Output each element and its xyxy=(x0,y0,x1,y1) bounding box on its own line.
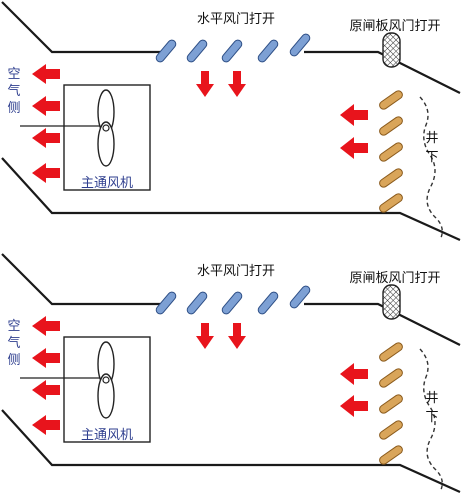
horizontal-damper-label: 水平风门打开 xyxy=(197,264,275,279)
horizontal-damper-blade xyxy=(289,33,311,57)
horizontal-dampers xyxy=(155,33,311,63)
arrow-icon xyxy=(32,64,60,84)
arrow-icon xyxy=(196,71,214,97)
fan-label: 主通风机 xyxy=(81,176,133,191)
arrow-icon xyxy=(228,323,246,349)
shaft-damper-blade xyxy=(379,420,403,440)
air-side-char-3: 侧 xyxy=(7,353,20,368)
arrow-icon xyxy=(340,137,368,159)
shaft-dampers xyxy=(379,342,403,465)
shaft-damper-blade xyxy=(379,116,403,136)
shaft-damper-blade xyxy=(379,168,403,188)
shaft-dampers xyxy=(379,90,403,213)
arrow-icon xyxy=(32,163,60,183)
airflow-arrows-in xyxy=(340,363,368,417)
horizontal-damper-blade xyxy=(186,291,208,315)
panel-1: 主通风机 空 气 侧 水平风门打开 原闸板风门打开 xyxy=(1,1,461,242)
horizontal-damper-blade xyxy=(289,285,311,309)
horizontal-damper-blade xyxy=(186,39,208,63)
air-side-char-3: 侧 xyxy=(7,101,20,116)
air-side-char-1: 空 xyxy=(7,67,20,82)
partition-damper-label: 原闸板风门打开 xyxy=(349,19,440,34)
arrow-icon xyxy=(32,128,60,148)
arrow-icon xyxy=(196,323,214,349)
fan-icon xyxy=(97,341,115,419)
fan-housing xyxy=(63,336,151,443)
panel-2: 主通风机 空 气 侧 水平风门打开 原闸板风门打开 xyxy=(1,253,461,494)
airflow-arrows-down xyxy=(196,71,246,97)
shaft-damper-blade xyxy=(379,193,403,213)
arrow-icon xyxy=(32,96,60,116)
underground-char-2: 下 xyxy=(425,410,438,425)
partition-damper-label: 原闸板风门打开 xyxy=(349,271,440,286)
horizontal-damper-blade xyxy=(221,291,243,315)
underground-boundary xyxy=(419,348,443,493)
fan-icon xyxy=(97,89,115,167)
shaft-damper-blade xyxy=(379,368,403,388)
air-side-char-1: 空 xyxy=(7,319,20,334)
duct-upper-wall xyxy=(1,253,163,306)
mesh-damper-icon xyxy=(382,32,401,68)
shaft-damper-blade xyxy=(379,142,403,162)
underground-boundary xyxy=(419,96,443,241)
horizontal-damper-blade xyxy=(221,39,243,63)
arrow-icon xyxy=(32,380,60,400)
arrow-icon xyxy=(32,316,60,336)
underground-char-1: 井 xyxy=(425,391,438,406)
air-side-char-2: 气 xyxy=(7,83,20,99)
arrow-icon xyxy=(228,71,246,97)
underground-char-1: 井 xyxy=(425,131,438,146)
duct-upper-wall-right xyxy=(304,302,461,346)
horizontal-dampers xyxy=(155,285,311,315)
shaft-damper-blade xyxy=(379,445,403,465)
duct-upper-wall xyxy=(1,1,163,54)
mesh-damper-icon xyxy=(382,284,401,320)
shaft-damper-blade xyxy=(379,394,403,414)
fan-housing xyxy=(63,84,151,191)
airflow-arrows-out xyxy=(32,64,60,183)
fan-label: 主通风机 xyxy=(81,428,133,443)
shaft-damper-blade xyxy=(379,90,403,110)
duct-upper-wall-right xyxy=(304,50,461,94)
horizontal-damper-blade xyxy=(155,291,177,315)
arrow-icon xyxy=(340,104,368,126)
airflow-arrows-in xyxy=(340,104,368,159)
arrow-icon xyxy=(32,348,60,368)
airflow-arrows-down xyxy=(196,323,246,349)
arrow-icon xyxy=(32,415,60,435)
air-side-char-2: 气 xyxy=(7,335,20,351)
horizontal-damper-label: 水平风门打开 xyxy=(197,12,275,27)
horizontal-damper-blade xyxy=(155,39,177,63)
arrow-icon xyxy=(340,395,368,417)
duct-lower-wall xyxy=(1,409,461,494)
arrow-icon xyxy=(340,363,368,385)
airflow-arrows-out xyxy=(32,316,60,435)
horizontal-damper-blade xyxy=(257,291,279,315)
duct-lower-wall xyxy=(1,157,461,242)
shaft-damper-blade xyxy=(379,342,403,362)
underground-char-2: 下 xyxy=(425,150,438,165)
horizontal-damper-blade xyxy=(257,39,279,63)
